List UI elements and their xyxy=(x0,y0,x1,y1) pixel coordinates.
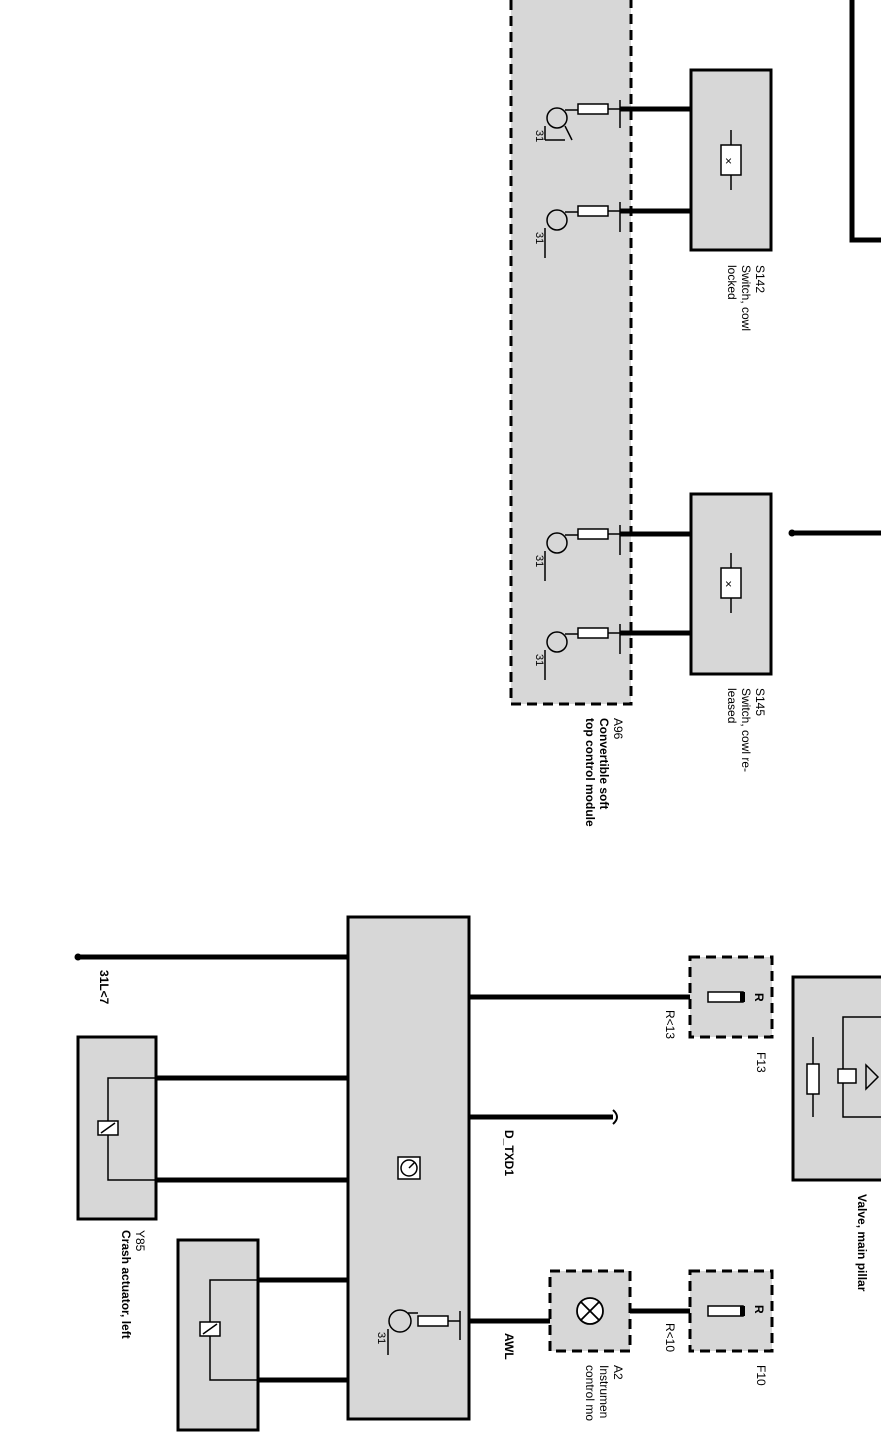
s142-code: S142 xyxy=(753,265,767,293)
ground-dot xyxy=(74,953,82,961)
fuse-icon xyxy=(707,1305,745,1317)
signal-r10: R<10 xyxy=(663,1323,677,1352)
switch-icon: × xyxy=(720,553,742,613)
a96-name-line2: top control module xyxy=(583,718,597,827)
a96-code: A96 xyxy=(611,718,625,740)
switch-icon: × xyxy=(720,130,742,190)
valve-box xyxy=(791,975,881,1182)
ground-label-31-c: 31 xyxy=(533,555,545,567)
svg-text:×: × xyxy=(725,154,732,168)
coil-icon xyxy=(97,1077,156,1181)
ground-label-31-a: 31 xyxy=(533,130,545,142)
a96-module-box xyxy=(509,0,633,706)
f10-fuse-r: R xyxy=(752,1305,766,1314)
s142-name-line1: Switch, cowl xyxy=(739,265,753,331)
clock-icon xyxy=(397,1156,421,1180)
lamp-icon xyxy=(576,1297,604,1325)
ground-label-31-b: 31 xyxy=(533,232,545,244)
a2-code: A2 xyxy=(611,1365,625,1380)
f10-code: F10 xyxy=(754,1365,768,1386)
signal-r13: R<13 xyxy=(663,1010,677,1039)
s145-name-line1: Switch, cowl re- xyxy=(739,688,753,772)
f13-fuse-r: R xyxy=(752,993,766,1002)
connector-arrow-icon xyxy=(612,1109,618,1125)
coil-icon xyxy=(199,1279,258,1381)
svg-text:×: × xyxy=(725,577,732,591)
signal-31l7: 31L<7 xyxy=(97,970,111,1005)
a96-transistor-4 xyxy=(544,624,621,680)
f13-code: F13 xyxy=(754,1052,768,1073)
ground-label-31-d: 31 xyxy=(533,654,545,666)
signal-d-txd1: D_TXD1 xyxy=(502,1130,516,1176)
a96-transistor-3 xyxy=(544,525,621,581)
wire-top-right xyxy=(849,0,881,243)
fuse-icon xyxy=(707,991,745,1003)
y85-name: Crash actuator, left xyxy=(119,1230,133,1339)
a2-name-line2: control mo xyxy=(583,1365,597,1421)
valve-name: Valve, main pillar xyxy=(855,1194,869,1292)
module-transistor xyxy=(387,1309,461,1355)
valve-icon xyxy=(806,1016,881,1118)
f13-fuse-box xyxy=(688,955,774,1039)
s145-code: S145 xyxy=(753,688,767,716)
s142-name-line2: locked xyxy=(725,265,739,300)
a96-transistor-1 xyxy=(544,100,621,141)
wire-end-dot xyxy=(788,529,796,537)
module-ground-label-31: 31 xyxy=(375,1332,387,1344)
s145-name-line2: leased xyxy=(725,688,739,723)
y85-code: Y85 xyxy=(133,1230,147,1252)
a96-transistor-2 xyxy=(544,202,621,258)
signal-awl: AWL xyxy=(502,1333,516,1360)
a2-name-line1: Instrumen xyxy=(597,1365,611,1418)
a96-name-line1: Convertible soft xyxy=(597,718,611,809)
